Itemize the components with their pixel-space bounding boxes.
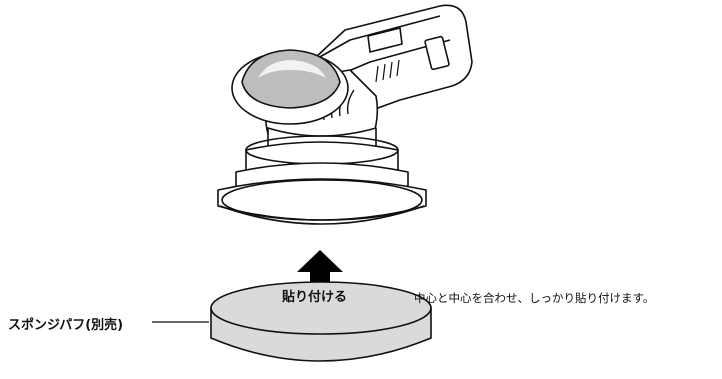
polisher-button xyxy=(367,27,403,53)
backing-plate-bottom-edge xyxy=(219,205,425,225)
polisher-grip-lines xyxy=(375,59,400,83)
polisher-illustration xyxy=(217,4,473,225)
sponge-puff-label: スポンジパフ(別売) xyxy=(8,318,124,333)
sponge-pad-illustration xyxy=(210,281,432,362)
arrow-up-icon xyxy=(297,250,343,312)
instruction-text: 中心と中心を合わせ、しっかり貼り付けます。 xyxy=(414,291,655,305)
attach-label: 貼り付ける xyxy=(282,290,348,305)
polisher-head-highlight xyxy=(258,60,326,78)
sponge-pad-top xyxy=(210,281,432,335)
polisher-battery-slot xyxy=(424,35,450,71)
polisher-head-cap xyxy=(241,49,341,109)
backing-plate-face xyxy=(221,179,423,221)
